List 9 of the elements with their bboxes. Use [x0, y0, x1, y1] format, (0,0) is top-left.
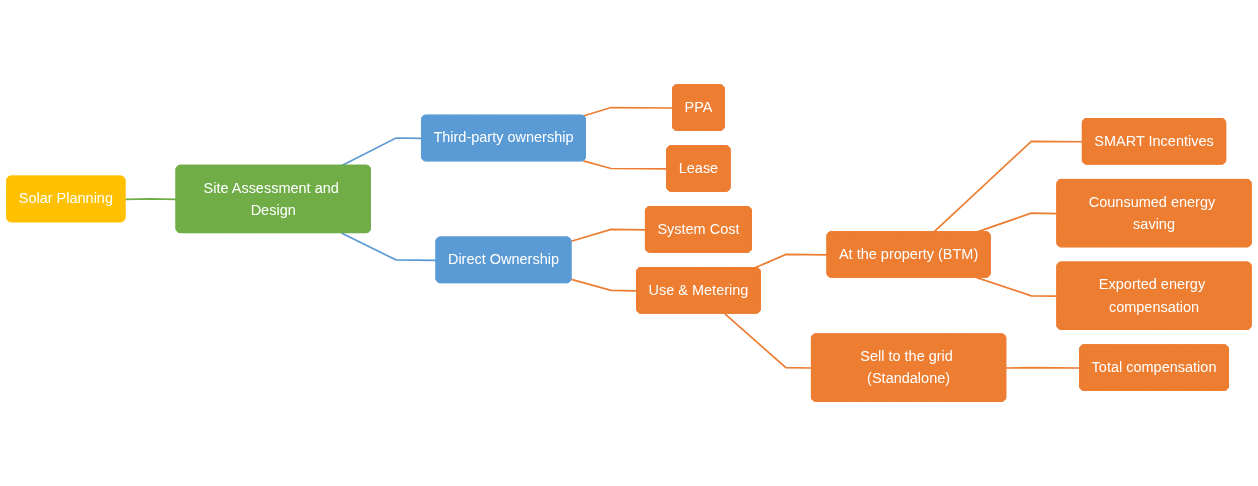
connector [1005, 366, 1081, 369]
connector [753, 253, 829, 269]
connector [723, 312, 813, 369]
connector [582, 106, 674, 117]
connector [570, 278, 638, 292]
connector [932, 140, 1084, 233]
connector [340, 137, 423, 167]
connector [570, 228, 647, 243]
connector [124, 198, 178, 201]
